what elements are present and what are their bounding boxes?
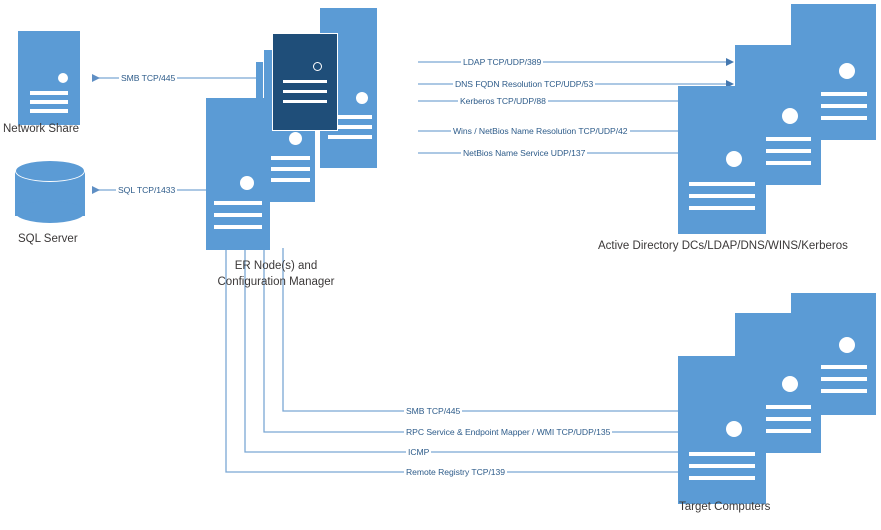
- label-er-nodes-line1: ER Node(s) and: [234, 260, 318, 272]
- label-active-directory: Active Directory DCs/LDAP/DNS/WINS/Kerbe…: [598, 240, 848, 252]
- label-network-share: Network Share: [3, 123, 80, 135]
- wire-label-netbios: NetBios Name Service UDP/137: [461, 148, 588, 158]
- er-server-front-icon: [206, 98, 270, 250]
- wire-label-remote-registry: Remote Registry TCP/139: [404, 467, 507, 477]
- er-server-primary-icon: [272, 33, 338, 131]
- server-tower-icon: [18, 31, 80, 125]
- label-target-computers: Target Computers: [679, 501, 771, 513]
- node-target-computers[interactable]: [678, 293, 878, 508]
- label-er-nodes-line2: Configuration Manager: [217, 276, 335, 288]
- wire-label-icmp: ICMP: [406, 447, 432, 457]
- wire-label-rpc: RPC Service & Endpoint Mapper / WMI TCP/…: [404, 427, 613, 437]
- node-network-share[interactable]: [18, 31, 80, 125]
- label-sql-server: SQL Server: [18, 233, 78, 245]
- wire-label-wins: Wins / NetBios Name Resolution TCP/UDP/4…: [451, 126, 630, 136]
- target-server-front-icon: [678, 356, 766, 504]
- wire-label-smb-share: SMB TCP/445: [119, 73, 178, 83]
- node-er-nodes[interactable]: [206, 8, 426, 253]
- ad-server-front-icon: [678, 86, 766, 234]
- wire-label-ldap: LDAP TCP/UDP/389: [461, 57, 544, 67]
- wire-label-dns: DNS FQDN Resolution TCP/UDP/53: [453, 79, 596, 89]
- database-cylinder-icon: [15, 160, 85, 223]
- wire-label-smb-target: SMB TCP/445: [404, 406, 463, 416]
- wire-label-kerberos: Kerberos TCP/UDP/88: [458, 96, 548, 106]
- wire-label-sql: SQL TCP/1433: [116, 185, 178, 195]
- node-active-directory[interactable]: [678, 4, 878, 240]
- node-sql-server[interactable]: [15, 160, 85, 223]
